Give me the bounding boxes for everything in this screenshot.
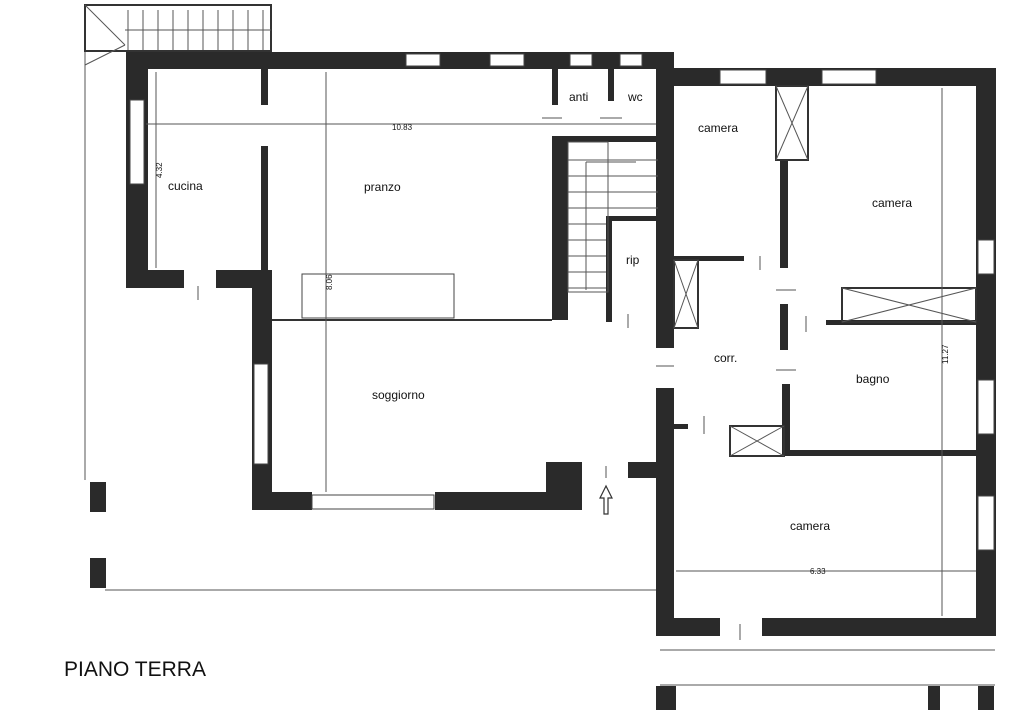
- dimension-height-pranzo: 8.06: [325, 274, 334, 290]
- room-label-camera-bottom: camera: [790, 519, 830, 533]
- room-label-wc: wc: [627, 90, 643, 104]
- room-label-camera-right: camera: [872, 196, 912, 210]
- dimension-height-right: 11.27: [941, 344, 950, 364]
- room-label-soggiorno: soggiorno: [372, 388, 425, 402]
- counter: [301, 273, 455, 319]
- dimension-width-bottom: 6.33: [810, 567, 826, 576]
- entry-arrow-icon: [599, 484, 613, 515]
- room-label-pranzo: pranzo: [364, 180, 401, 194]
- room-label-cucina: cucina: [168, 179, 203, 193]
- room-label-bagno: bagno: [856, 372, 890, 386]
- terrace-outline: [84, 5, 995, 686]
- interior-walls: [261, 69, 976, 456]
- floor-title: PIANO TERRA: [64, 658, 206, 681]
- door-marks: [197, 117, 807, 640]
- windows: [129, 53, 995, 551]
- external-stair: [84, 4, 272, 66]
- room-label-rip: rip: [626, 253, 640, 267]
- internal-stair: [567, 141, 658, 293]
- dimension-height-cucina: 4.32: [155, 162, 164, 178]
- dimension-width-top: 10.83: [392, 123, 413, 132]
- room-label-corr: corr.: [714, 351, 737, 365]
- wardrobes: [673, 85, 977, 457]
- dimension-lines: [146, 72, 976, 616]
- room-label-camera-top: camera: [698, 121, 738, 135]
- room-label-anti: anti: [569, 90, 588, 104]
